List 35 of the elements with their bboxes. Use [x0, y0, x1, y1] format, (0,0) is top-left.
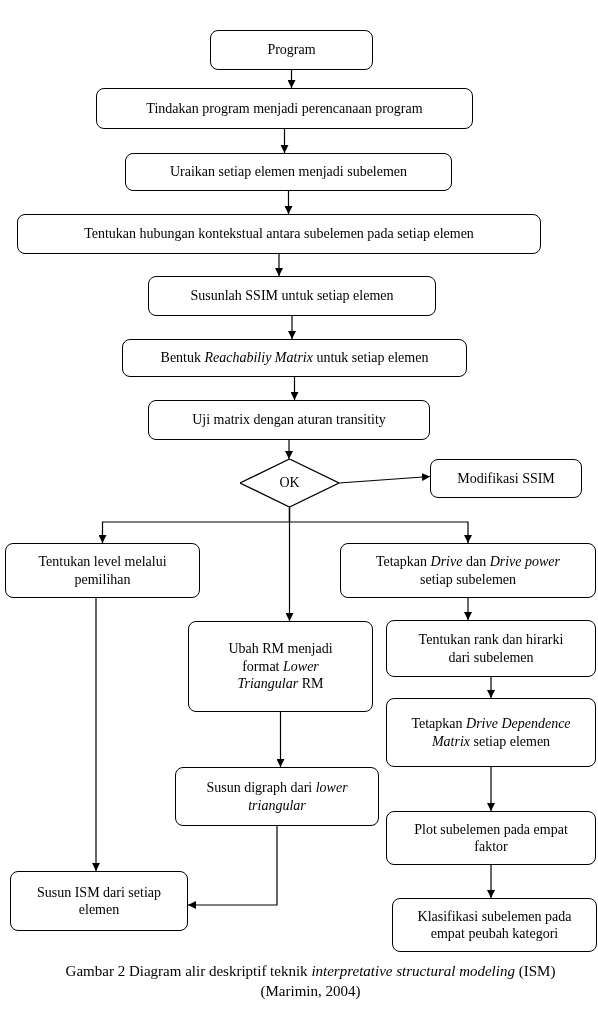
- decision-diamond: OK: [240, 459, 339, 507]
- figure-caption: Gambar 2 Diagram alir deskriptif teknik interpretative structural modeling (ISM) (Marimin, 2004): [64, 962, 557, 1001]
- arrow: [92, 597, 100, 872]
- process-box: Tindakan program menjadi perencanaan program: [96, 88, 473, 129]
- arrow: [287, 69, 296, 89]
- arrow: [275, 253, 283, 277]
- process-box: Bentuk Reachabiliy Matrix untuk setiap elemen: [122, 339, 467, 377]
- arrow: [487, 766, 495, 812]
- arrow: [276, 711, 285, 768]
- arrow: [280, 128, 289, 154]
- arrow: [285, 506, 294, 622]
- arrow: [487, 676, 495, 699]
- process-box: Tetapkan Drive Dependence Matrix setiap elemen: [386, 698, 596, 767]
- process-box: Tentukan level melalui pemilihan: [5, 543, 200, 598]
- arrow: [290, 376, 299, 401]
- process-box: Ubah RM menjadi format Lower Triangular RM: [188, 621, 373, 712]
- process-box: Susun digraph dari lower triangular: [175, 767, 379, 826]
- process-box: Tentukan rank dan hirarki dari subelemen: [386, 620, 596, 677]
- process-box: Modifikasi SSIM: [430, 459, 582, 498]
- arrow: [464, 597, 472, 621]
- process-box: Tetapkan Drive dan Drive power setiap subelemen: [340, 543, 596, 598]
- arrow: [187, 825, 278, 909]
- arrow: [285, 439, 293, 460]
- process-box: Tentukan hubungan kontekstual antara subelemen pada setiap elemen: [17, 214, 541, 254]
- process-box: Uraikan setiap elemen menjadi subelemen: [125, 153, 452, 191]
- process-box: Uji matrix dengan aturan transitity: [148, 400, 430, 440]
- process-box: Program: [210, 30, 373, 70]
- arrow: [288, 315, 296, 340]
- process-box: Susunlah SSIM untuk setiap elemen: [148, 276, 436, 316]
- process-box: Plot subelemen pada empat faktor: [386, 811, 596, 865]
- process-box: Susun ISM dari setiap elemen: [10, 871, 188, 931]
- arrow: [487, 864, 495, 899]
- process-box: Klasifikasi subelemen pada empat peubah kategori: [392, 898, 597, 952]
- arrow: [284, 190, 293, 215]
- arrow: [338, 473, 431, 484]
